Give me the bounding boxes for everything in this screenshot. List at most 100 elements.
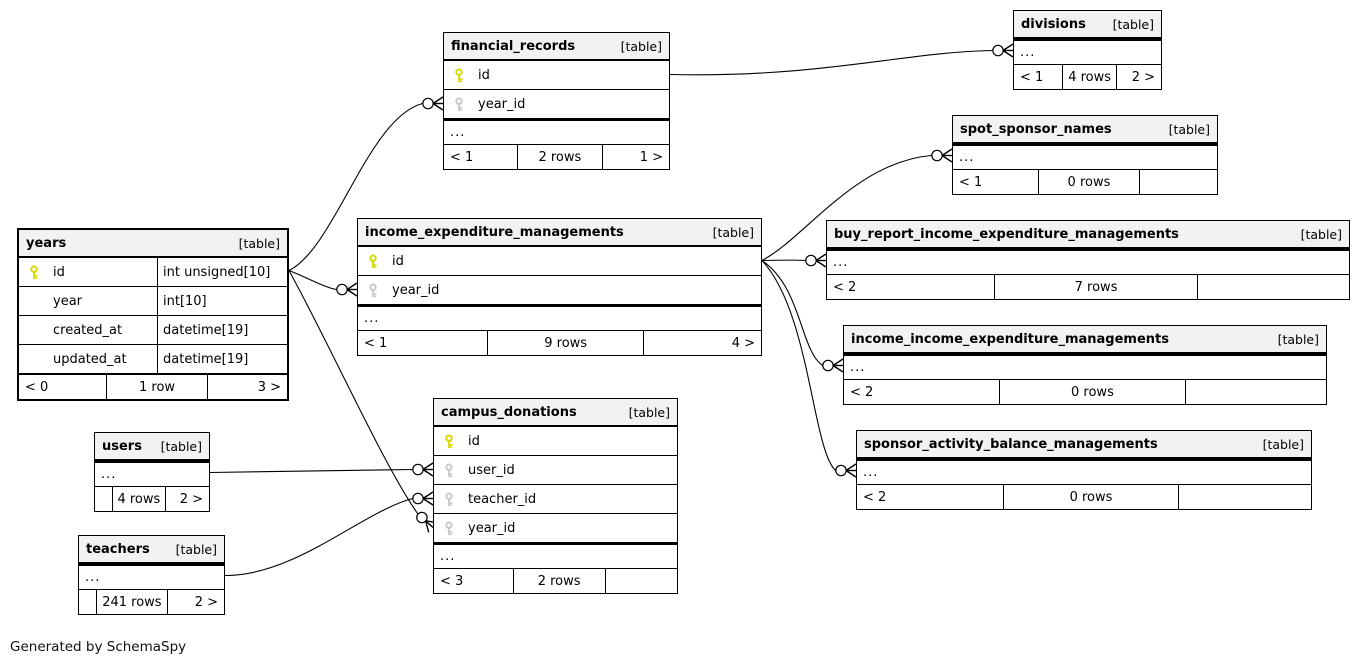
table-name: income_expenditure_managements [365, 224, 624, 240]
related-out-count [1179, 485, 1311, 509]
primary-key-icon [443, 433, 455, 449]
foreign-key-icon [443, 462, 455, 478]
column-name: year_id [392, 282, 440, 298]
column-name-cell: year [19, 287, 157, 315]
table-income_income_expenditure_managements[interactable]: income_income_expenditure_managements[ta… [843, 325, 1327, 405]
column-row-updated_at[interactable]: updated_at datetime[19] [19, 345, 287, 374]
column-row-year[interactable]: year int[10] [19, 287, 287, 316]
table-header: users [table] [95, 433, 209, 461]
table-name: years [26, 235, 67, 251]
column-row-id[interactable]: id [434, 427, 677, 456]
table-header: years[table] [19, 230, 287, 258]
column-row-id[interactable]: id [358, 247, 761, 276]
table-header: teachers[table] [79, 536, 224, 564]
table-income_expenditure_managements[interactable]: income_expenditure_managements [table] id y… [357, 218, 762, 356]
related-out-count: 2 > [179, 491, 203, 507]
column-type: int[10] [157, 287, 287, 315]
table-header: divisions[table] [1014, 11, 1161, 39]
related-out-count: 3 > [257, 379, 282, 395]
related-in-count: < 1 [444, 145, 518, 169]
related-out-count [1198, 275, 1349, 299]
row-count: 4 rows [113, 487, 166, 511]
table-header: buy_report_income_expenditure_management… [827, 221, 1349, 249]
column-row-user_id[interactable]: user_id [434, 456, 677, 485]
column-name-cell: updated_at [19, 345, 157, 373]
related-in-count [79, 590, 97, 614]
table-teachers[interactable]: teachers[table]...241 rows 2 > [78, 535, 225, 615]
foreign-key-icon [443, 520, 455, 536]
column-type: int unsigned[10] [157, 258, 287, 286]
table-name: users [102, 438, 142, 454]
table-name: sponsor_activity_balance_managements [864, 436, 1158, 452]
table-sponsor_activity_balance_managements[interactable]: sponsor_activity_balance_managements [tab… [856, 430, 1312, 510]
primary-key-icon [453, 67, 465, 83]
related-in-count: < 1 [1014, 65, 1064, 89]
table-name: income_income_expenditure_managements [851, 331, 1169, 347]
related-out-count [1186, 380, 1326, 404]
related-in-count [95, 487, 113, 511]
hidden-columns-ellipsis: ... [857, 459, 1311, 484]
row-count: 4 rows [1063, 65, 1117, 89]
no-key-spacer [28, 352, 40, 367]
hidden-columns-ellipsis: ... [358, 305, 761, 330]
hidden-columns-ellipsis: ... [434, 543, 677, 568]
column-name-cell: year_id [434, 514, 677, 542]
column-name-cell: created_at [19, 316, 157, 344]
related-in-count: < 3 [434, 569, 514, 593]
table-name: teachers [86, 541, 150, 557]
column-name: teacher_id [468, 491, 537, 507]
table-stats-footer: 4 rows 2 > [95, 486, 209, 511]
table-stats-footer: 241 rows 2 > [79, 589, 224, 614]
no-key-spacer [28, 323, 40, 338]
column-row-year_id[interactable]: year_id [434, 514, 677, 543]
row-count: 241 rows [97, 590, 168, 614]
table-name: campus_donations [441, 404, 577, 420]
row-count: 2 rows [514, 569, 606, 593]
hidden-columns-ellipsis: ... [953, 144, 1217, 169]
table-name: divisions [1021, 16, 1086, 32]
related-out-count: 4 > [731, 335, 755, 351]
related-out-count: 1 > [639, 149, 663, 165]
table-type-badge: [table] [1262, 436, 1304, 452]
related-in-count: < 1 [953, 170, 1040, 194]
column-row-year_id[interactable]: year_id [444, 90, 669, 119]
table-type-badge: [table] [620, 38, 662, 54]
table-type-badge: [table] [160, 438, 202, 454]
table-header: income_income_expenditure_managements[ta… [844, 326, 1326, 354]
column-row-year_id[interactable]: year_id [358, 276, 761, 305]
column-name: created_at [53, 322, 123, 338]
column-type: datetime[19] [157, 345, 287, 373]
table-header: sponsor_activity_balance_managements [tab… [857, 431, 1311, 459]
column-name: year [53, 293, 83, 309]
related-in-count: < 0 [19, 375, 107, 399]
table-type-badge: [table] [712, 224, 754, 240]
table-type-badge: [table] [1168, 121, 1210, 137]
table-buy_report_income_expenditure_managements[interactable]: buy_report_income_expenditure_management… [826, 220, 1350, 300]
column-row-id[interactable]: id [444, 61, 669, 90]
related-in-count: < 2 [857, 485, 1004, 509]
column-name: id [478, 67, 490, 83]
foreign-key-icon [443, 491, 455, 507]
table-header: income_expenditure_managements [table] [358, 219, 761, 247]
hidden-columns-ellipsis: ... [79, 564, 224, 589]
related-out-count: 2 > [194, 594, 218, 610]
column-row-teacher_id[interactable]: teacher_id [434, 485, 677, 514]
row-count: 0 rows [1039, 170, 1140, 194]
foreign-key-icon [453, 96, 465, 112]
column-name: updated_at [53, 351, 127, 367]
column-name: year_id [468, 520, 516, 536]
